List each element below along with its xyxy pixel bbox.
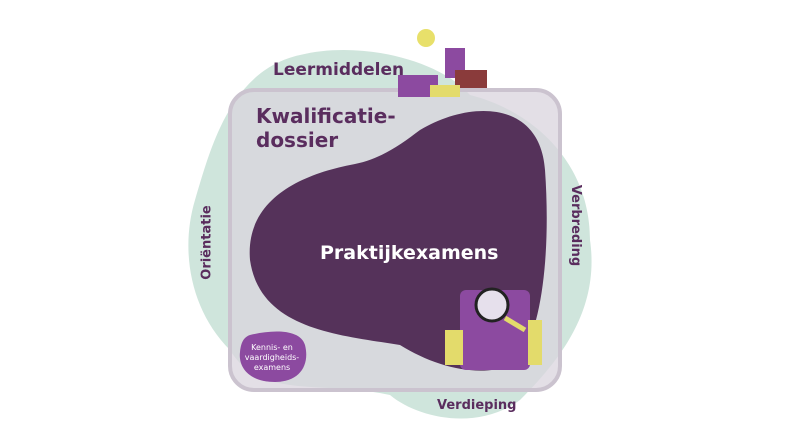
magnifier-people-illustration: [445, 287, 542, 370]
label-praktijkexamens: Praktijkexamens: [320, 242, 499, 264]
label-kennis-vaardigheidsexamens: Kennis- en vaardigheids- examens: [240, 343, 304, 373]
kennis-line3: examens: [253, 363, 291, 372]
label-kwalificatie-line2: dossier: [256, 128, 339, 152]
label-leermiddelen: Leermiddelen: [273, 60, 405, 80]
lightbulb-people-illustration: [398, 29, 487, 97]
label-verbreding: Verbreding: [568, 184, 584, 267]
kennis-line2: vaardigheids-: [244, 353, 300, 362]
kennis-blob: [239, 331, 307, 382]
label-verdieping: Verdieping: [437, 398, 517, 413]
kennis-line1: Kennis- en: [251, 343, 293, 352]
label-orientatie: Oriëntatie: [199, 205, 215, 280]
label-kwalificatie-line1: Kwalificatie-: [256, 104, 396, 128]
